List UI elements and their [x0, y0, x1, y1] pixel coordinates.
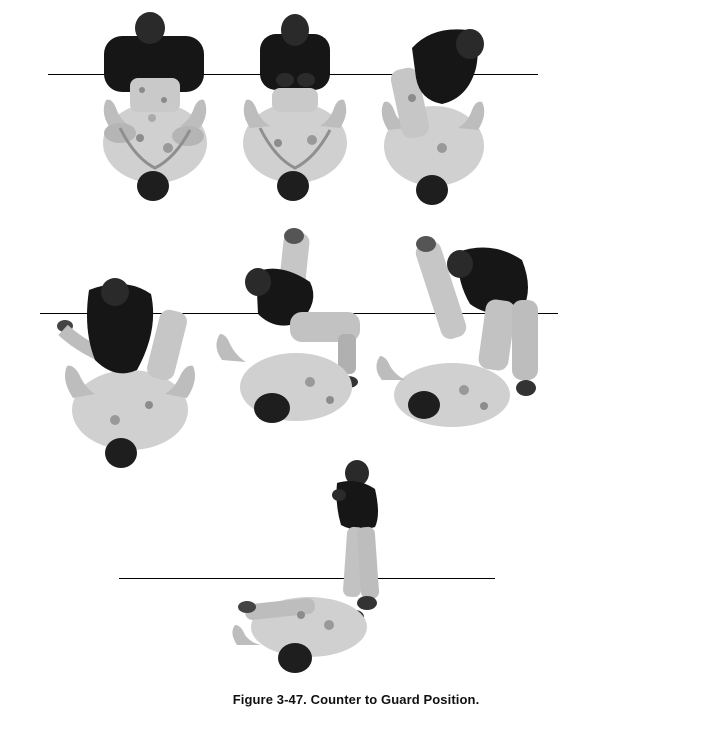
floor-line-row3	[119, 578, 495, 579]
photo-step-2	[230, 8, 360, 208]
figure-caption: Figure 3-47. Counter to Guard Position.	[232, 692, 480, 707]
photo-step-6	[372, 230, 547, 440]
photo-step-5	[210, 222, 370, 444]
photo-step-4	[55, 270, 205, 470]
photo-step-3	[372, 8, 512, 208]
photo-step-1	[90, 8, 220, 208]
photo-step-7	[225, 455, 400, 690]
